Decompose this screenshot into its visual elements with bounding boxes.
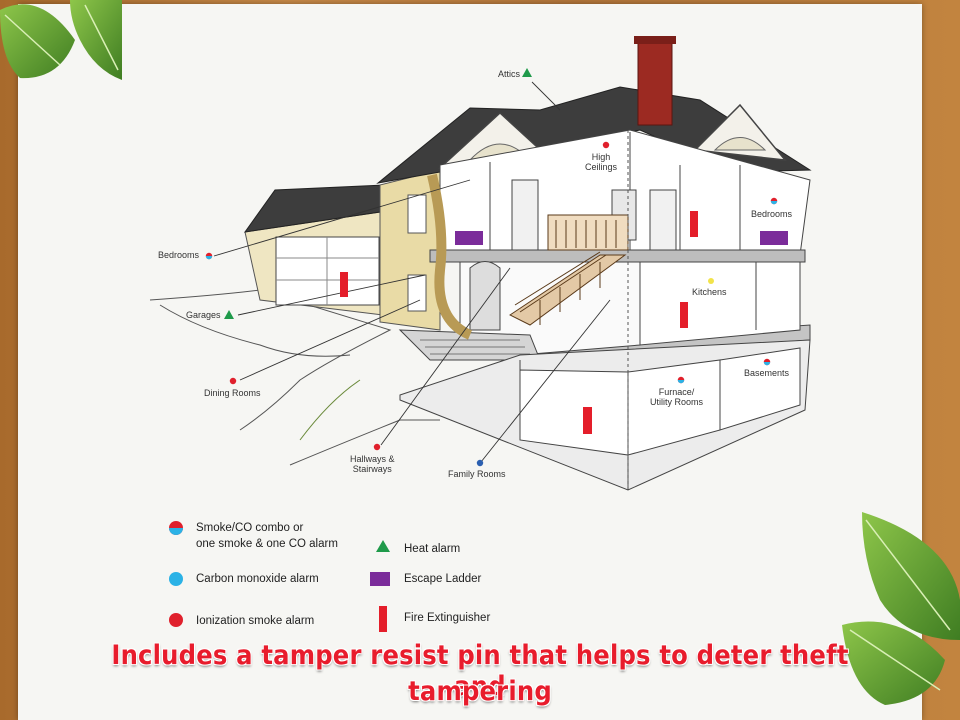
- label-basements: Basements: [744, 368, 790, 378]
- red-circle-icon: [169, 613, 183, 627]
- marker-high-ceilings: [602, 141, 610, 149]
- legend-extinguisher-label: Fire Extinguisher: [404, 612, 491, 624]
- legend-ionization-label: Ionization smoke alarm: [196, 615, 315, 627]
- marker-basements: [763, 358, 771, 366]
- marker-furnace: [677, 376, 685, 384]
- label-high-ceilings: High Ceilings: [585, 152, 618, 172]
- ground: [149, 289, 440, 466]
- marker-bedrooms-left: [205, 252, 213, 260]
- marker-attics: [522, 68, 532, 77]
- extinguisher-basement: [583, 407, 592, 434]
- extinguisher-kitchen: [680, 302, 688, 328]
- purple-rectangle-icon: [370, 572, 390, 586]
- marker-bedrooms-right: [770, 197, 778, 205]
- legend-combo-label: Smoke/CO combo or one smoke & one CO ala…: [196, 522, 338, 550]
- house-body: [376, 36, 812, 491]
- extinguisher-upstairs: [690, 211, 698, 237]
- marker-kitchens: [708, 278, 714, 284]
- label-family-rooms: Family Rooms: [448, 469, 506, 479]
- label-kitchens: Kitchens: [692, 287, 727, 297]
- leaf-top-left: [0, 0, 122, 80]
- caption-line-2: tampering: [408, 676, 552, 707]
- half-red-half-blue-circle-icon: [169, 521, 183, 535]
- red-bar-icon: [379, 606, 387, 632]
- label-garages: Garages: [186, 310, 221, 320]
- marker-family: [476, 459, 484, 467]
- blue-circle-icon: [169, 572, 183, 586]
- caption-line-1: Includes a tamper resist pin that helps …: [111, 640, 849, 702]
- green-triangle-icon: [376, 540, 390, 552]
- leader-lines: [213, 81, 611, 463]
- marker-hallways: [373, 443, 381, 451]
- label-hallways: Hallways & Stairways: [350, 454, 395, 474]
- escape-ladder-left: [455, 231, 483, 245]
- leaf-bottom-right: [842, 512, 960, 705]
- label-furnace: Furnace/ Utility Rooms: [650, 387, 704, 407]
- legend-heat-label: Heat alarm: [404, 543, 461, 555]
- marker-garages: [224, 310, 234, 319]
- label-dining-rooms: Dining Rooms: [204, 388, 261, 398]
- legend-co-label: Carbon monoxide alarm: [196, 573, 319, 585]
- extinguisher-garage: [340, 272, 348, 297]
- legend-ladder-label: Escape Ladder: [404, 573, 482, 585]
- escape-ladder-right: [760, 231, 788, 245]
- label-bedrooms-left: Bedrooms: [158, 250, 200, 260]
- marker-dining: [229, 377, 237, 385]
- label-attics: Attics: [498, 69, 521, 79]
- label-bedrooms-right: Bedrooms: [751, 209, 793, 219]
